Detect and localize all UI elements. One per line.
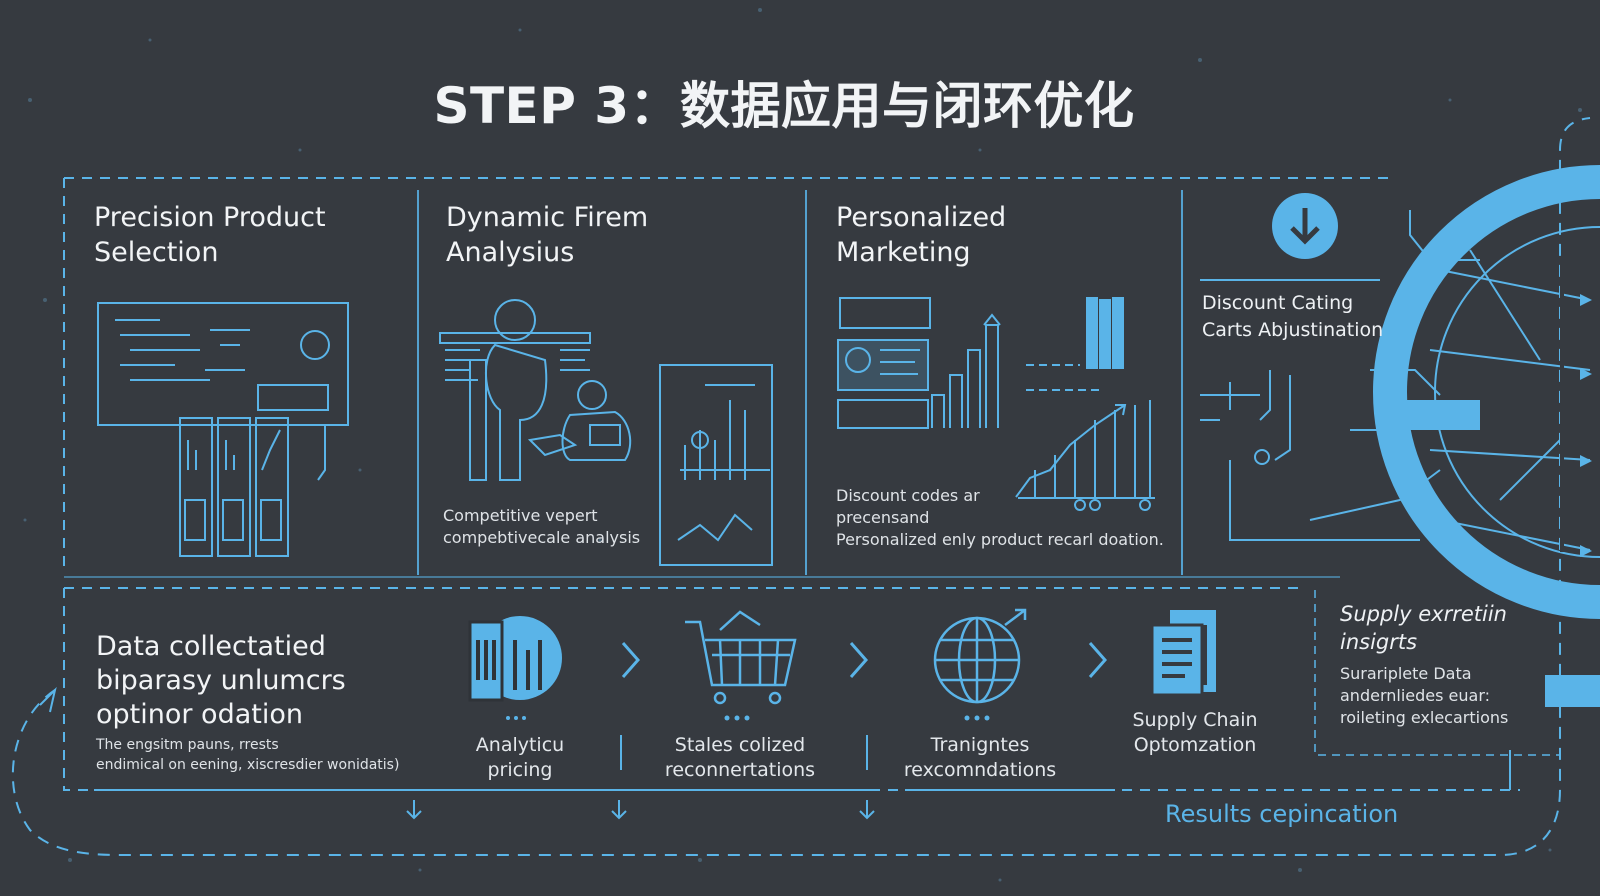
down-arrows bbox=[406, 750, 1511, 820]
bottom-intro-heading: Data collectatied biparasy unlumcrs opti… bbox=[96, 631, 346, 730]
flow-label-analytics-pricing: Analyticu pricing bbox=[475, 734, 565, 781]
panel-heading-firm-analysis: Dynamic Firem Analysius bbox=[446, 202, 649, 268]
marketing-chart-icon bbox=[837, 297, 1155, 511]
panel-heading-product-selection: Precision Product Selection bbox=[94, 202, 326, 268]
results-label: Results cepincation bbox=[1165, 800, 1399, 828]
analyst-figure-icon bbox=[439, 299, 773, 566]
documents-icon bbox=[1150, 610, 1216, 697]
bottom-intro-caption: The engsitm pauns, rrests endimical on e… bbox=[96, 737, 400, 773]
phone-devices-icon bbox=[468, 616, 562, 702]
closed-loop-path bbox=[11, 117, 1591, 856]
panel-heading-discount: Discount Cating Carts Abjustination bbox=[1202, 292, 1384, 341]
panel-dividers bbox=[417, 190, 1183, 575]
panel-heading-marketing: Personalized Marketing bbox=[836, 202, 1007, 268]
flow-label-sales-recommendations: Stales colized reconnertations bbox=[664, 734, 816, 781]
flow-label-recommendations: Tranigntes rexcomndations bbox=[903, 734, 1057, 781]
page-title: STEP 3：数据应用与闭环优化 bbox=[433, 77, 1135, 135]
supply-box-caption: Surariplete Data andernliedes euar: roil… bbox=[1340, 664, 1509, 727]
globe-icon bbox=[933, 608, 1027, 704]
gauge-graphic bbox=[1373, 165, 1600, 707]
supply-box-heading: Supply exrretiin insigrts bbox=[1340, 602, 1507, 654]
download-circle-icon bbox=[1272, 193, 1338, 259]
panel-caption-firm-analysis: Competitive vepert compebtivecale analys… bbox=[443, 506, 641, 547]
shopping-cart-icon bbox=[685, 610, 797, 705]
ellipsis-dots bbox=[506, 715, 990, 721]
circuit-lines bbox=[1200, 210, 1480, 541]
loop-arrowhead bbox=[39, 686, 57, 713]
flow-separators bbox=[620, 735, 868, 770]
flow-chevrons bbox=[621, 642, 1108, 678]
panel-caption-marketing: Discount codes ar precensand Personalize… bbox=[836, 486, 1164, 549]
dashboard-board-icon bbox=[97, 302, 349, 557]
flow-label-supply-chain: Supply Chain Optomzation bbox=[1132, 709, 1258, 756]
supply-box-frame bbox=[1314, 590, 1560, 756]
background-dots bbox=[23, 8, 1582, 882]
